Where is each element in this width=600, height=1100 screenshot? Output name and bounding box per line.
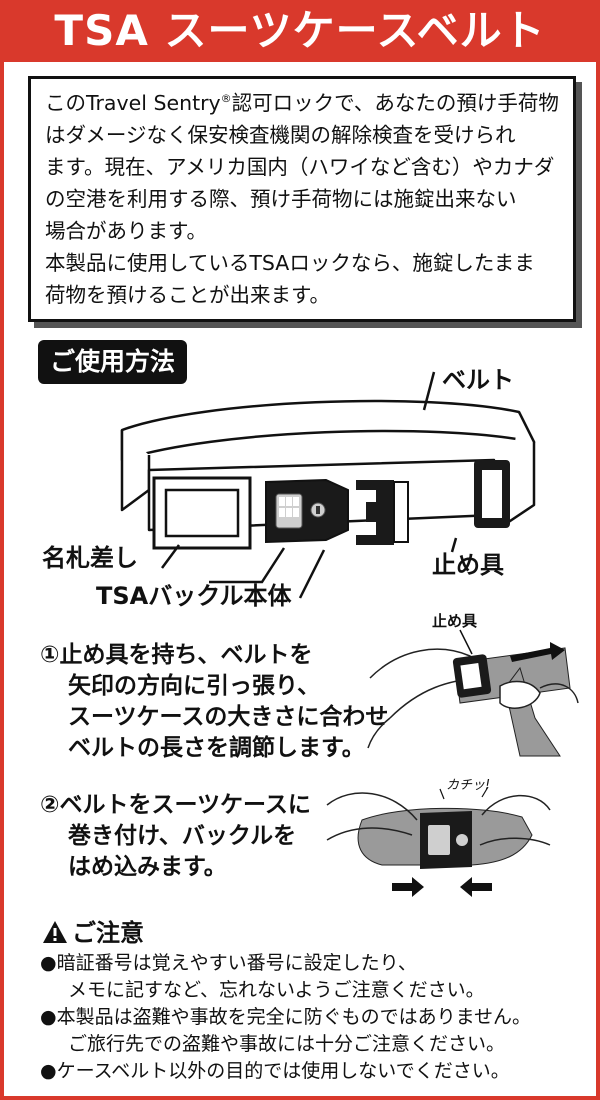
intro-line-1: このTravel Sentry®認可ロックで、あなたの預け手荷物	[45, 91, 559, 115]
step-2-line-3: はめ込みます。	[68, 854, 227, 880]
belt-stopper	[474, 460, 510, 528]
step-1-line-2: 矢印の方向に引っ張り、	[68, 673, 321, 699]
label-buckle: TSAバックル本体	[96, 582, 292, 610]
step-2-line-2: 巻き付け、バックルを	[68, 823, 297, 849]
step-2-illustration: カチッ!	[326, 778, 551, 897]
step-1-line-1: ①止め具を持ち、ベルトを	[40, 642, 313, 668]
intro-line-2: はダメージなく保安検査機関の解除検査を受けられ	[45, 123, 516, 147]
caution-item-1-cont: メモに記すなど、忘れないようご注意ください。	[68, 979, 485, 1001]
registered-mark: ®	[220, 92, 232, 105]
label-stopper: 止め具	[432, 551, 504, 579]
name-tag-holder	[152, 476, 252, 550]
caution-heading: ご注意	[42, 913, 144, 948]
label-name-tag: 名札差し	[42, 544, 138, 572]
click-sound-label: カチッ!	[446, 778, 490, 793]
warning-icon	[43, 921, 67, 943]
arrow-right-icon	[392, 877, 424, 897]
intro-line-6: 本製品に使用しているTSAロックなら、施錠したまま	[45, 251, 535, 275]
step-1-photo-label: 止め具	[432, 612, 477, 630]
step-2-text: ②ベルトをスーツケースに 巻き付け、バックルを はめ込みます。	[40, 790, 311, 883]
step-1-illustration: 止め具	[367, 612, 579, 757]
caution-title-text: ご注意	[72, 919, 144, 947]
caution-item-1: ●暗証番号は覚えやすい番号に設定したり、	[40, 952, 417, 974]
tsa-buckle	[265, 478, 409, 545]
intro-line-4: の空港を利用する際、預け手荷物には施錠出来ない	[45, 187, 517, 211]
intro-line-5: 場合があります。	[45, 219, 207, 243]
intro-line-7: 荷物を預けることが出来ます。	[45, 283, 330, 307]
usage-heading: ご使用方法	[38, 340, 188, 384]
intro-line-3: ます。現在、アメリカ国内（ハワイなど含む）やカナダ	[45, 155, 555, 179]
caution-item-2: ●本製品は盗難や事故を完全に防ぐものではありません。	[40, 1006, 532, 1028]
step-1-line-3: スーツケースの大きさに合わせ	[68, 704, 389, 730]
arrow-left-icon	[460, 877, 492, 897]
step-1-line-4: ベルトの長さを調節します。	[68, 735, 365, 761]
caution-item-2-cont: ご旅行先での盗難や事故には十分ご注意ください。	[68, 1033, 506, 1055]
label-belt: ベルト	[442, 366, 514, 394]
caution-list: ●暗証番号は覚えやすい番号に設定したり、 メモに記すなど、忘れないようご注意くだ…	[40, 950, 588, 1085]
belt-diagram	[120, 371, 536, 599]
step-2-line-1: ②ベルトをスーツケースに	[40, 792, 311, 818]
step-1-text: ①止め具を持ち、ベルトを 矢印の方向に引っ張り、 スーツケースの大きさに合わせ …	[40, 640, 388, 764]
caution-item-3: ●ケースベルト以外の目的では使用しないでください。	[40, 1060, 510, 1082]
title-banner: TSA スーツケースベルト	[0, 0, 600, 62]
intro-box: このTravel Sentry®認可ロックで、あなたの預け手荷物 はダメージなく…	[28, 76, 576, 322]
